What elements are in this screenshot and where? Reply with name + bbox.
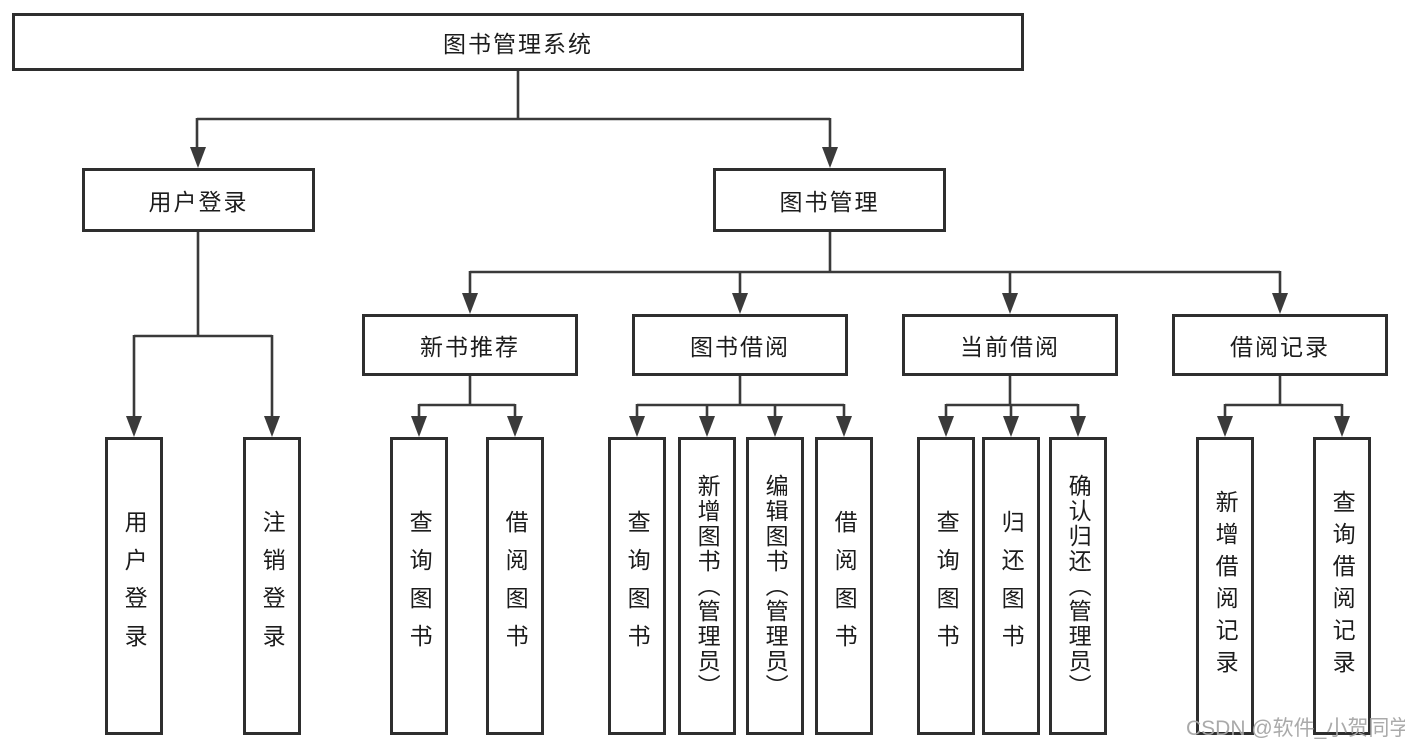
node-book-management-label: 图书管理 [779, 189, 880, 215]
node-library-system-label: 图书管理系统 [443, 31, 593, 57]
node-book-management: 图书管理 [713, 168, 946, 232]
node-book-borrowing: 图书借阅 [632, 314, 848, 376]
node-add-borrow-record: 新增借阅记录 [1196, 437, 1254, 735]
node-return-books: 归还图书 [982, 437, 1040, 735]
node-user-login: 用户登录 [82, 168, 315, 232]
node-query-books-2: 查询图书 [608, 437, 666, 735]
node-book-borrowing-label: 图书借阅 [690, 334, 790, 360]
node-borrow-records-label: 借阅记录 [1230, 334, 1330, 360]
csdn-watermark: CSDN @软件_小贺同学 [1186, 717, 1405, 740]
arrowheads [126, 147, 1350, 437]
node-library-system: 图书管理系统 [12, 13, 1024, 71]
node-edit-books-admin: 编辑图书（管理员） [746, 437, 804, 735]
node-query-borrow-record: 查询借阅记录 [1313, 437, 1371, 735]
node-new-book-recommend: 新书推荐 [362, 314, 578, 376]
node-new-book-recommend-label: 新书推荐 [420, 334, 520, 360]
node-borrow-books-2: 借阅图书 [815, 437, 873, 735]
node-add-books-admin: 新增图书（管理员） [678, 437, 736, 735]
node-current-borrowing: 当前借阅 [902, 314, 1118, 376]
node-user-login-label: 用户登录 [148, 189, 249, 215]
node-query-books-3: 查询图书 [917, 437, 975, 735]
node-borrow-books-1: 借阅图书 [486, 437, 544, 735]
node-logout-action: 注销登录 [243, 437, 301, 735]
node-user-login-action: 用户登录 [105, 437, 163, 735]
node-confirm-return-admin: 确认归还（管理员） [1049, 437, 1107, 735]
node-query-books-1: 查询图书 [390, 437, 448, 735]
node-borrow-records: 借阅记录 [1172, 314, 1388, 376]
node-current-borrowing-label: 当前借阅 [960, 334, 1060, 360]
